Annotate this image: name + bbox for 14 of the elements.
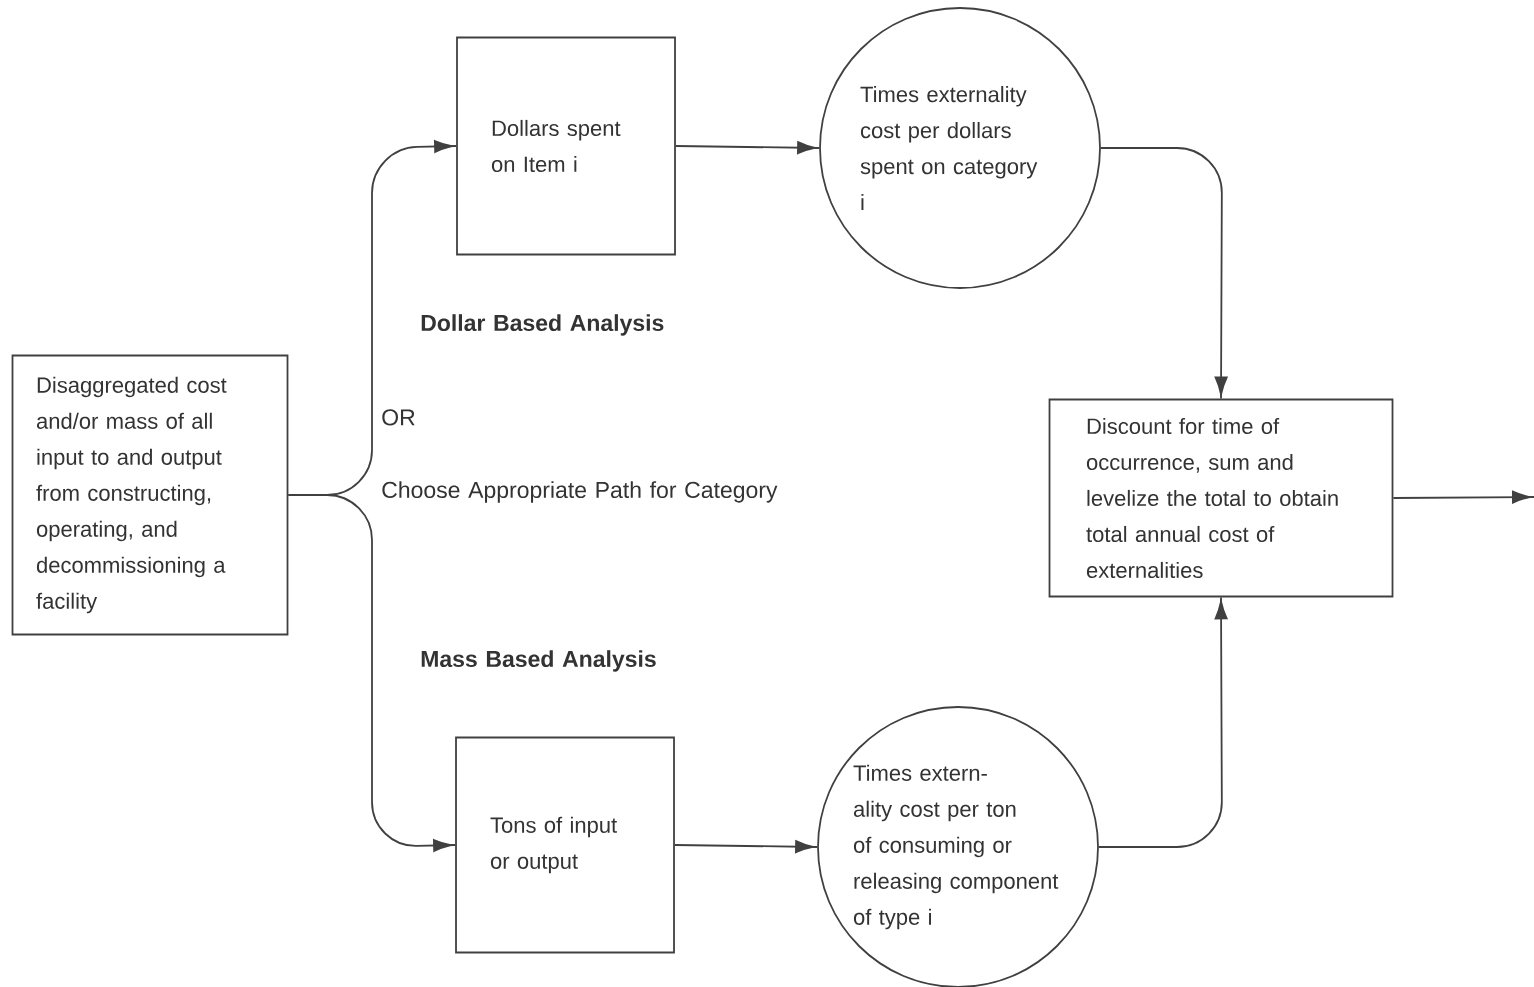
arrow — [674, 840, 818, 854]
heading: Mass Based Analysis — [421, 650, 656, 672]
note: OR — [382, 409, 415, 426]
process-box: Tons of input or output — [455, 736, 675, 954]
process-box: Disaggregated cost and/or mass of all input to and output from constructing, operating, and decommissioning a facility — [11, 354, 289, 636]
process-box: Discount for time of occurrence, sum and levelize the total to obtain total annual cost of externalities — [1048, 398, 1394, 598]
heading: Dollar Based Analysis — [421, 314, 664, 336]
arrow — [287, 494, 456, 852]
note: Choose Appropriate Path for Category — [382, 481, 778, 503]
process-box: Dollars spent on Item i — [456, 36, 676, 256]
arrow — [675, 141, 820, 155]
arrow — [1392, 490, 1534, 504]
arrow — [1100, 147, 1228, 400]
arrow — [1098, 596, 1228, 848]
